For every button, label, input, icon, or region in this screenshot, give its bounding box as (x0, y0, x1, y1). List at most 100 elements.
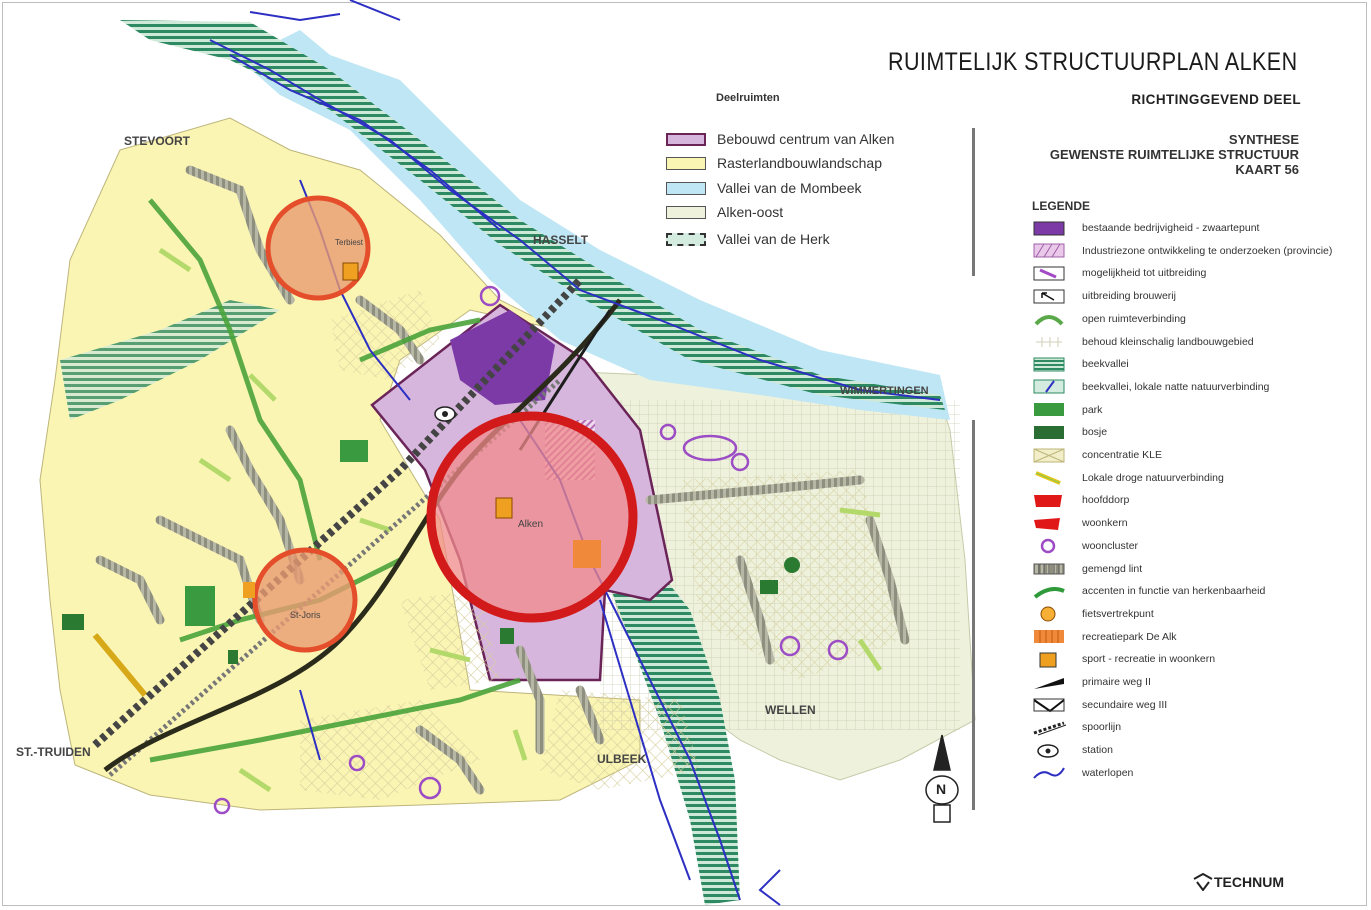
legend-item-label: primaire weg II (1082, 676, 1151, 688)
kle-5 (680, 470, 900, 680)
woonkern-sint-joris (252, 547, 358, 653)
legend-item-label: sport - recreatie in woonkern (1082, 653, 1216, 666)
deelruimte-herk: Vallei van de Herk (666, 231, 830, 247)
legend-item: sport - recreatie in woonkern (1032, 649, 1215, 669)
darkgreen-square-icon (1032, 424, 1068, 441)
legend-item-label: beekvallei, lokale natte natuurverbindin… (1082, 380, 1270, 393)
legend-item: primaire weg II (1032, 672, 1151, 692)
legend-item: beekvallei (1032, 354, 1129, 374)
place-ulbeek: ULBEEK (597, 752, 647, 766)
green-square-icon (1032, 401, 1068, 418)
legend-item-label: waterlopen (1082, 766, 1134, 779)
purple-circle-icon (1032, 537, 1068, 554)
light-grid-icon (1032, 333, 1068, 350)
legend-item-label: park (1082, 403, 1103, 416)
road-secondary-icon (1032, 696, 1068, 713)
primaire-weg (103, 298, 622, 772)
synthesis-line-1: SYNTHESE (1228, 132, 1299, 147)
legend-item: fietsvertrekpunt (1032, 604, 1154, 624)
legend-item: mogelijkheid tot uitbreiding (1032, 263, 1206, 283)
recreatiepark (573, 540, 601, 568)
green-stripes-icon (1032, 356, 1068, 373)
legend-item-label: Lokale droge natuurverbinding (1082, 471, 1224, 484)
legend-item-label: uitbreiding brouwerij (1082, 290, 1176, 303)
legend-item: secundaire weg III (1032, 695, 1167, 715)
legend-item-label: spoorlijn (1082, 721, 1122, 734)
legend-item-label: behoud kleinschalig landbouwgebied (1082, 335, 1254, 348)
yellow-arrow-icon (1032, 469, 1068, 486)
legend-item: hoofddorp (1032, 490, 1129, 510)
sport-recreatie-3 (243, 582, 255, 598)
legend-item-label: bestaande bedrijvigheid - zwaartepunt (1082, 222, 1260, 234)
sport-recreatie-1 (342, 262, 359, 281)
orange-circle-icon (1032, 605, 1068, 622)
green-curve-icon (1032, 583, 1068, 600)
place-alken: Alken (518, 519, 544, 530)
legend-item-label: wooncluster (1082, 539, 1139, 552)
technum-logo-icon (1193, 873, 1213, 891)
place-hasselt: HASSELT (533, 233, 589, 247)
swatch-herk (666, 232, 706, 246)
purple-block-icon (1032, 220, 1068, 237)
legend-item: waterlopen (1032, 763, 1133, 783)
legend-item: Lokale droge natuurverbinding (1032, 468, 1224, 488)
green-arc-icon (1032, 310, 1068, 327)
zone-herk-west (60, 300, 280, 420)
legend-item-label: bosje (1082, 426, 1108, 439)
place-terbiest: Terbiest (335, 238, 364, 247)
black-arrow-icon (1032, 288, 1068, 305)
deelruimten-heading: Deelruimten (716, 92, 780, 104)
kle-1 (330, 290, 440, 380)
legend-item-label: mogelijkheid tot uitbreiding (1082, 267, 1207, 280)
expansion-arrow-icon (1032, 265, 1068, 282)
legend-item: bestaande bedrijvigheid - zwaartepunt (1032, 218, 1259, 238)
north-label: N (936, 781, 947, 797)
legend-item: open ruimteverbinding (1032, 309, 1186, 329)
synthesis-line-2: GEWENSTE RUIMTELIJKE STRUCTUUR (1049, 147, 1299, 162)
spoorlijn (92, 277, 583, 748)
legend-item: woonkern (1032, 513, 1128, 533)
technum-logo: TECHNUM (1192, 873, 1284, 891)
place-sttruiden: ST.-TRUIDEN (16, 745, 91, 759)
map-subtitle: RICHTINGGEVEND DEEL (1131, 92, 1301, 107)
place-wimmertingen: WIMMERTINGEN (840, 385, 929, 397)
legend-item: behoud kleinschalig landbouwgebied (1032, 332, 1254, 352)
red-shape-icon (1032, 492, 1068, 509)
kle-grid-icon (1032, 447, 1068, 464)
blue-stroke-icon (1032, 378, 1068, 395)
hatched-purple-icon (1032, 242, 1068, 259)
legend-heading: LEGENDE (1032, 199, 1091, 213)
legend-item: park (1032, 400, 1102, 420)
legend-item-label: beekvallei (1082, 358, 1129, 371)
legend-item-label: station (1082, 744, 1113, 757)
road-primary-icon (1032, 674, 1068, 691)
legend-item: accenten in functie van herkenbaarheid (1032, 581, 1265, 601)
droge-natuurverbinding (158, 247, 883, 793)
swatch-centrum (666, 132, 706, 146)
legend-item: concentratie KLE (1032, 445, 1162, 465)
technum-logo-text: TECHNUM (1214, 874, 1284, 890)
legend-item: gemengd lint (1032, 559, 1142, 579)
legend-item-label: gemengd lint (1082, 562, 1143, 575)
woonclusters (213, 285, 849, 815)
deelruimte-centrum: Bebouwd centrum van Alken (666, 131, 894, 147)
yellow-double-arrow (92, 633, 148, 697)
red-shape-small-icon (1032, 515, 1068, 532)
north-arrow (925, 734, 959, 823)
legend-item: beekvallei, lokale natte natuurverbindin… (1032, 377, 1269, 397)
orange-square-icon (1032, 651, 1068, 668)
legend-item: Industriezone ontwikkeling te onderzoeke… (1032, 241, 1332, 261)
legend-item: bosje (1032, 422, 1107, 442)
woonkern-stevoort (265, 195, 371, 301)
legend-item-label: woonkern (1082, 517, 1128, 530)
orange-grid-icon (1032, 628, 1068, 645)
legend-item-label: concentratie KLE (1082, 449, 1162, 461)
synthesis-line-3: KAART 56 (1235, 162, 1299, 177)
legend-item: station (1032, 740, 1113, 760)
swatch-raster (666, 156, 706, 170)
synthesis-block: SYNTHESE GEWENSTE RUIMTELIJKE STRUCTUUR … (1050, 132, 1299, 177)
rail-icon (1032, 719, 1068, 736)
legend-item-label: open ruimteverbinding (1082, 312, 1186, 325)
